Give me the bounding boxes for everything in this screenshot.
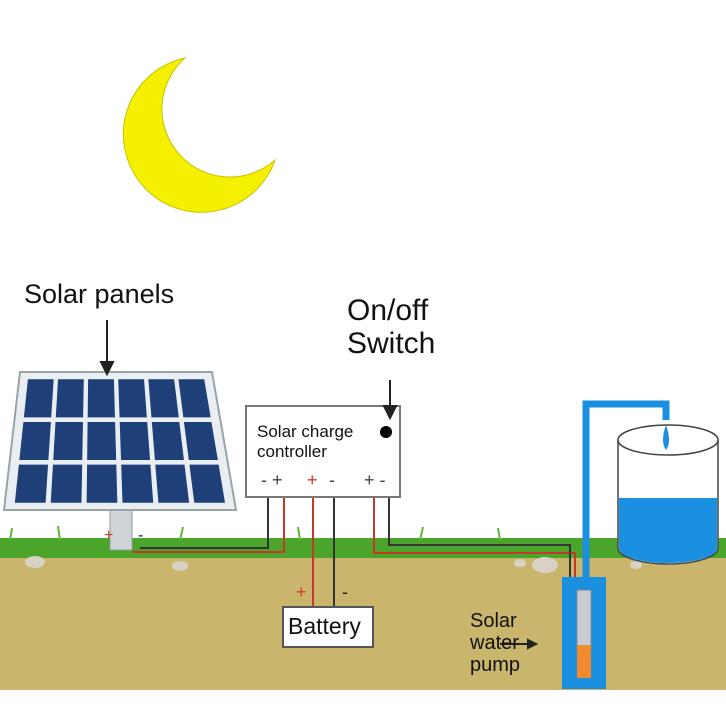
panel-cell <box>121 464 154 503</box>
battery-minus: - <box>342 582 348 602</box>
battery-plus: + <box>296 582 307 602</box>
moon-icon <box>122 57 277 213</box>
controller-label-line2: controller <box>257 442 327 461</box>
terminal-load: + - <box>364 470 386 490</box>
solar-panels-label: Solar panels <box>24 279 175 309</box>
panel-cell <box>118 379 147 418</box>
panel-plus: + <box>104 527 114 544</box>
wires <box>132 497 576 640</box>
battery-box <box>282 606 374 648</box>
panel-cell <box>53 421 83 461</box>
panel-cell <box>119 421 151 461</box>
switch-label-line1: On/off <box>347 294 429 327</box>
pump-label-line2: water <box>470 632 519 654</box>
charge-controller <box>245 405 401 498</box>
panel-cell <box>23 379 54 418</box>
panel-cell <box>14 464 49 503</box>
on-off-switch[interactable] <box>380 426 392 438</box>
panel-cells <box>14 379 226 503</box>
panel-cell <box>178 379 211 418</box>
panel-cell <box>86 464 118 503</box>
water-pipe <box>582 400 670 590</box>
pump-label-line3: pump <box>470 654 521 676</box>
terminal-battery-plus: + <box>307 470 318 490</box>
panel-cell <box>55 379 84 418</box>
panel-cell <box>87 421 117 461</box>
terminal-battery-minus: - <box>329 470 335 490</box>
pump-motor <box>577 645 591 678</box>
panel-cell <box>87 379 115 418</box>
controller-label-line1: Solar charge <box>257 422 354 441</box>
pump-body <box>576 589 592 651</box>
switch-label-line2: Switch <box>347 327 436 360</box>
terminal-panel: - + <box>261 470 283 490</box>
panel-cell <box>189 464 226 503</box>
panel-minus: - <box>138 527 144 544</box>
panel-cell <box>155 464 190 503</box>
water-tank <box>617 424 719 565</box>
rocks <box>25 556 642 573</box>
panel-cell <box>148 379 179 418</box>
pump-label-line1: Solar <box>470 610 517 632</box>
panel-cell <box>19 421 51 461</box>
panel-cell <box>151 421 184 461</box>
arrows <box>99 320 539 650</box>
panel-cell <box>50 464 83 503</box>
battery-label: Battery <box>288 613 361 639</box>
panel-cell <box>183 421 218 461</box>
